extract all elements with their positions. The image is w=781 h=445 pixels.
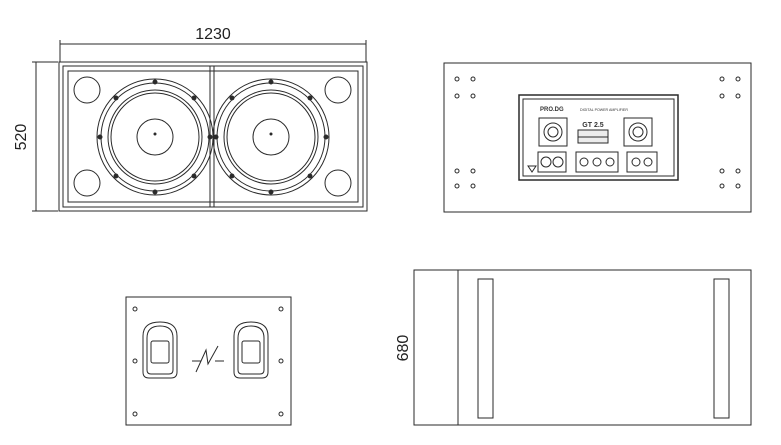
- width-dimension: [59, 40, 367, 62]
- front-view: [32, 40, 368, 212]
- side-view: [413, 269, 752, 426]
- carry-handle-icon: [233, 321, 269, 379]
- rear-view: [443, 62, 752, 213]
- connector-icon: [575, 151, 619, 173]
- height-dimension: [32, 61, 58, 212]
- model-label: GT 2.5: [582, 122, 604, 129]
- top-cabinet: [125, 296, 292, 426]
- rear-cabinet: [443, 62, 752, 213]
- bass-port: [324, 169, 352, 197]
- connector-icon: [626, 151, 658, 173]
- connector-icon: [537, 151, 567, 173]
- woofer-icon: [96, 78, 214, 196]
- front-cabinet: [58, 61, 368, 212]
- side-handle: [713, 278, 730, 419]
- break-symbol: [192, 345, 224, 373]
- bass-port: [73, 76, 101, 104]
- amplifier-panel: [518, 94, 679, 181]
- carry-handle-icon: [142, 321, 178, 379]
- bass-port: [324, 76, 352, 104]
- panel-heading: DIGITAL POWER AMPLIFIER: [580, 108, 628, 112]
- depth-label: 680: [395, 335, 412, 362]
- side-cabinet: [413, 269, 752, 426]
- top-view: [125, 296, 292, 426]
- bass-port: [73, 169, 101, 197]
- side-handle: [477, 278, 494, 419]
- height-label: 520: [13, 124, 30, 151]
- mounting-screws: [454, 76, 741, 189]
- width-label: 1230: [195, 26, 231, 43]
- brand-logo: PRO.DG: [540, 107, 564, 113]
- woofer-icon: [212, 78, 330, 196]
